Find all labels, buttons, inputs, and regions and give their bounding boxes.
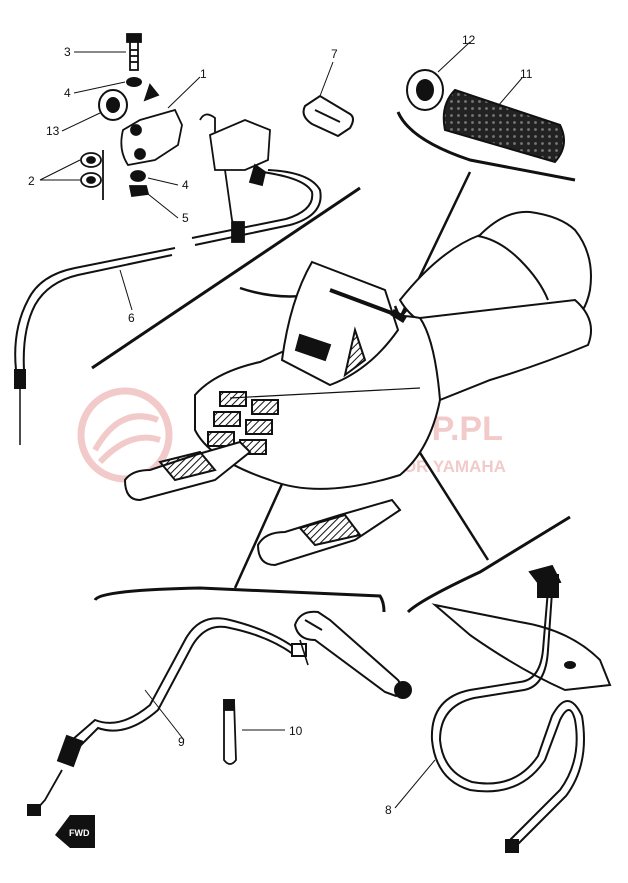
part-speedo-cable	[430, 564, 585, 853]
part-handle-grip	[442, 88, 565, 164]
part-clip	[302, 94, 354, 138]
fwd-label: FWD	[69, 828, 90, 838]
part-grommet	[98, 89, 128, 121]
label-part-4-lower: 4	[182, 178, 189, 192]
label-part-1: 1	[200, 67, 207, 81]
part-bolt	[126, 33, 142, 71]
label-part-6: 6	[128, 311, 135, 325]
label-part-11: 11	[520, 67, 533, 81]
watermark-logo-circle	[77, 387, 173, 483]
part-brake-cable	[27, 617, 307, 816]
snowmobile	[123, 210, 592, 567]
part-nut	[128, 170, 150, 197]
part-bushings	[80, 150, 104, 200]
divider-top-right	[396, 111, 576, 182]
speedo-bracket-plate	[431, 603, 612, 692]
part-bracket	[120, 83, 183, 166]
leader-lines	[39, 41, 523, 809]
label-part-4: 4	[64, 86, 71, 100]
label-part-5: 5	[182, 211, 189, 225]
hood-vent	[219, 391, 247, 407]
label-part-8: 8	[385, 803, 392, 817]
hood-vent	[251, 399, 279, 415]
label-part-9: 9	[178, 735, 185, 749]
fwd-arrow: FWD	[55, 815, 95, 848]
label-part-2: 2	[28, 174, 35, 188]
part-washer	[126, 77, 142, 87]
watermark-logo-mark	[92, 413, 161, 465]
part-cable-tie	[223, 699, 237, 765]
part-throttle-cable	[14, 169, 322, 445]
hood-vent	[245, 419, 273, 435]
label-part-3: 3	[64, 45, 71, 59]
label-part-12: 12	[462, 33, 476, 47]
divider-bottom-left	[93, 586, 386, 613]
divider-top-left	[91, 186, 361, 370]
label-part-13: 13	[46, 124, 60, 138]
label-part-7: 7	[331, 47, 338, 61]
hood-vent	[213, 411, 241, 427]
hood-vent	[207, 431, 235, 447]
part-brake-lever	[293, 610, 412, 699]
part-throttle-housing	[199, 113, 271, 243]
divider-bottom-right	[406, 515, 571, 614]
label-part-10: 10	[289, 724, 303, 738]
part-grip-ring	[406, 69, 444, 111]
